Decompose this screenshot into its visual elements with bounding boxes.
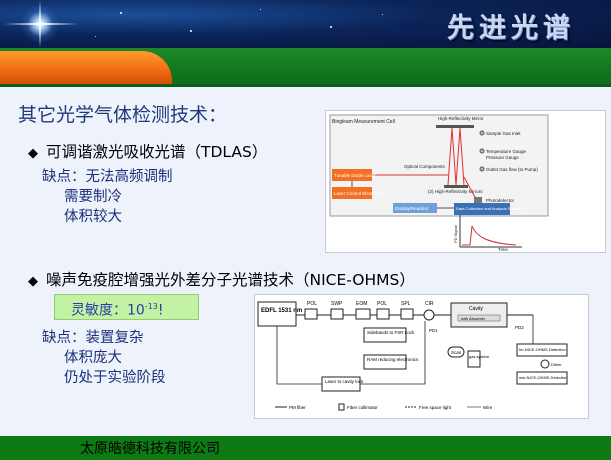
legend-wire: Wire <box>483 405 493 410</box>
laser-beam-path <box>447 127 465 186</box>
flare-ray-horizontal <box>4 23 78 25</box>
display-box <box>393 203 437 213</box>
sensitivity-exponent: -13 <box>144 302 158 311</box>
cir-label: CIR <box>425 301 434 307</box>
fsr-label: Sidebands to FSR Lock <box>367 330 415 335</box>
sensitivity-mark: ! <box>157 302 164 319</box>
eom-label: EOM <box>356 301 367 307</box>
gas-system-icon <box>467 350 481 368</box>
legend-free-space: Free space light <box>419 405 452 410</box>
dither-icon <box>540 359 550 369</box>
star-icon <box>95 36 96 37</box>
diamond-bullet-icon: ◆ <box>28 274 38 289</box>
daq-box <box>454 203 510 215</box>
mirror-bottom-label: (2) High-Reflectivity Mirrors <box>428 189 483 194</box>
nice-ohms-svg: EDFL 1531 nm POL SWP EOM POL SPL CIR Cav… <box>257 301 568 411</box>
diamond-bullet-icon: ◆ <box>28 146 38 161</box>
slide-heading: 其它光学气体检测技术： <box>18 104 228 126</box>
lock-label: Laser to cavity lock <box>325 379 364 384</box>
pd2-label: PD2 <box>515 325 524 330</box>
flare-ray-vertical <box>39 0 41 48</box>
tdlas-drawback-1: 缺点：无法高频调制 <box>42 169 173 185</box>
header-banner: 先进光谱 <box>0 0 611 48</box>
sensitivity-label: 灵敏度：10 <box>71 302 145 319</box>
ramp-label: RAM reducing electronics <box>367 357 419 362</box>
fm-label: fm-NICE-OHMS Detection <box>519 347 566 352</box>
star-icon <box>382 14 383 15</box>
scan-label: Scan <box>451 350 462 355</box>
tdlas-diagram: Bingleam Measurement Cell High-Reflectiv… <box>325 110 606 253</box>
edfl-box <box>257 301 297 327</box>
swp-label: SWP <box>331 301 343 307</box>
plot-x-label: Time <box>498 247 508 252</box>
mirror-top-label: High-Reflectivity Mirror <box>438 116 484 121</box>
wm-detection-box <box>516 371 568 385</box>
laser-beam-out <box>463 176 477 200</box>
legend-pm: PM fiber <box>289 405 306 410</box>
tdlas-drawback-2: 需要制冷 <box>64 189 122 205</box>
orange-tab <box>0 51 172 84</box>
ramp-box <box>363 354 407 370</box>
display-label: Display/Readout <box>395 206 429 211</box>
fsr-box <box>363 327 407 343</box>
wm-label: wm-NICE-OHMS Detection <box>519 375 567 380</box>
cavity-label: Cavity <box>469 306 483 312</box>
star-icon <box>190 30 192 32</box>
star-icon <box>260 9 261 10</box>
photodetector-icon <box>474 197 482 203</box>
edfl-label: EDFL 1531 nm <box>261 308 302 314</box>
dither-label: Dither <box>551 362 562 367</box>
nice-drawback-1: 缺点：装置复杂 <box>42 330 144 346</box>
bullet-tdlas: ◆ 可调谐激光吸收光谱（TDLAS） <box>28 140 267 162</box>
nice-drawback-2: 体积庞大 <box>64 350 122 366</box>
nice-ohms-diagram: EDFL 1531 nm POL SWP EOM POL SPL CIR Cav… <box>254 294 589 419</box>
spl-label: SPL <box>401 301 411 307</box>
bullet-nice-ohms-label: 噪声免疫腔增强光外差分子光谱技术（NICE-OHMS） <box>46 271 415 289</box>
pol1-label: POL <box>307 301 317 307</box>
sensitivity-badge: 灵敏度：10-13! <box>54 294 199 320</box>
absorber-label: with Absorber <box>461 316 486 321</box>
plot-signal-curve <box>462 225 517 246</box>
footer-company: 太原皓德科技有限公司 <box>80 441 220 457</box>
temperature-label: Temperature Gauge <box>486 149 527 154</box>
detector-label: Photodetector <box>486 198 515 203</box>
bullet-nice-ohms: ◆ 噪声免疫腔增强光外差分子光谱技术（NICE-OHMS） <box>28 268 415 290</box>
top-mirror <box>436 125 474 128</box>
legend-collimator: Fiber collimator <box>347 405 378 410</box>
star-icon <box>330 26 332 28</box>
fm-detection-box <box>516 343 568 357</box>
cell-label: Bingleam Measurement Cell <box>332 119 395 125</box>
pressure-label: Pressure Gauge <box>486 155 519 160</box>
gas-inlet-label: Sample Gas Inlet <box>486 131 521 136</box>
star-icon <box>120 12 122 14</box>
laser-label: Tunable Diode Laser <box>334 173 376 178</box>
control-label: Laser Control Electronics <box>334 191 385 196</box>
control-box <box>332 187 372 199</box>
footer-bar: 太原皓德科技有限公司 <box>0 436 611 460</box>
bullet-tdlas-label: 可调谐激光吸收光谱（TDLAS） <box>46 143 268 161</box>
header-title: 先进光谱 <box>447 13 575 44</box>
pd1-label: PD1 <box>429 328 438 333</box>
laser-box <box>332 169 372 181</box>
outlet-label: Outlet Gas flow (to Pump) <box>486 167 538 172</box>
scan-icon <box>447 346 465 358</box>
nice-drawback-3: 仍处于实验阶段 <box>64 370 166 386</box>
bottom-mirror <box>444 185 468 188</box>
tdlas-drawback-3: 体积较大 <box>64 209 122 225</box>
daq-label: Data Collection and Analysis System <box>456 206 522 211</box>
optical-label: Optical Components <box>404 164 446 169</box>
pol2-label: POL <box>377 301 387 307</box>
header-divider <box>0 84 611 87</box>
tdlas-diagram-svg: Bingleam Measurement Cell High-Reflectiv… <box>329 114 549 252</box>
plot-y-label: PD Signal <box>453 225 458 243</box>
gas-label: gas system <box>469 354 490 359</box>
measurement-cell-frame <box>329 114 549 217</box>
circulator-icon <box>423 309 435 321</box>
